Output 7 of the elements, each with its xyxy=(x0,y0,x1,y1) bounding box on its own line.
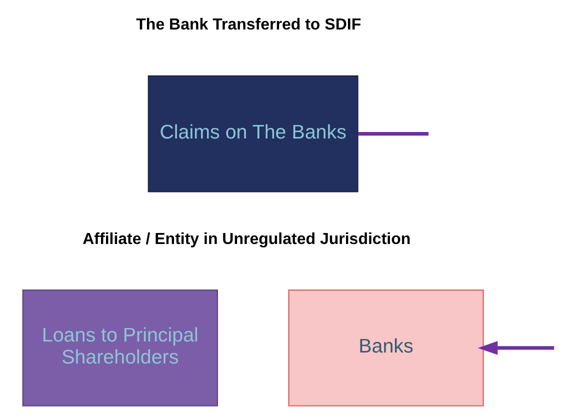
arrow xyxy=(478,341,554,355)
label: Affiliate / Entity in Unregulated Jurisdiction xyxy=(82,230,411,248)
label: The Bank Transferred to SDIF xyxy=(136,16,362,34)
node-box: Loans to Principal Shareholders xyxy=(22,290,218,406)
connector xyxy=(358,132,429,136)
node-box: Banks xyxy=(288,290,484,406)
node-box: Claims on The Banks xyxy=(148,75,358,192)
